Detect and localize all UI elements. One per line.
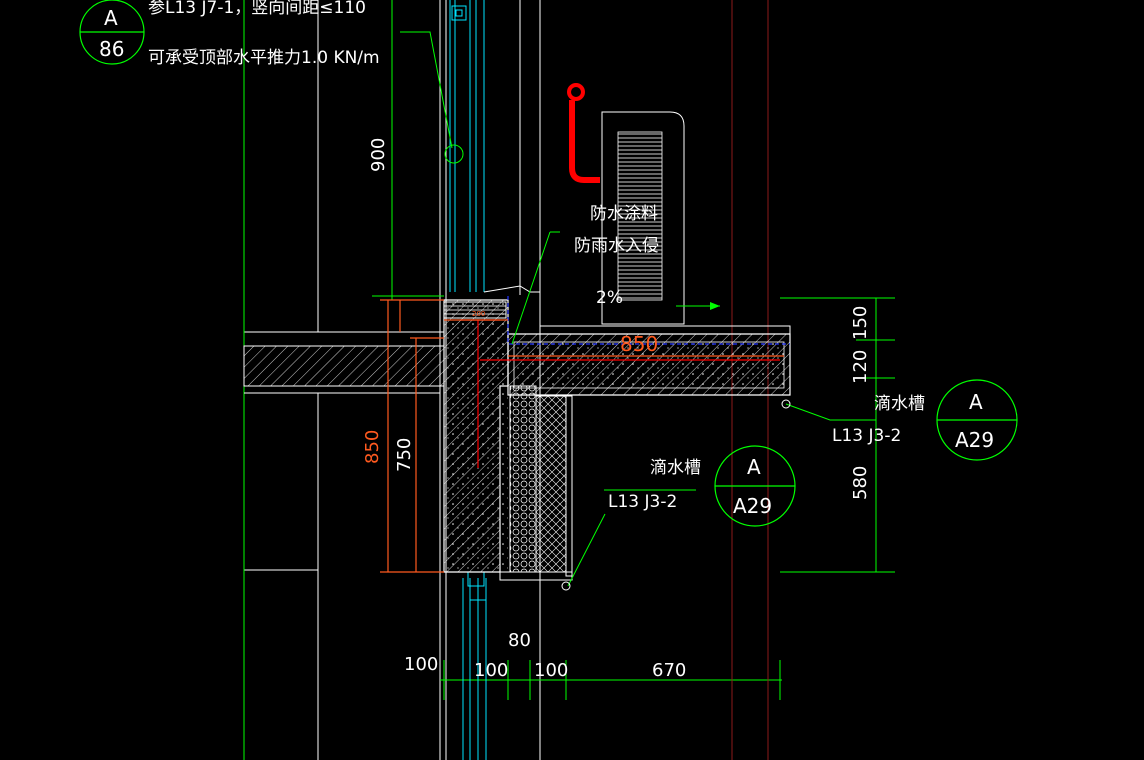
dim-r-580: 580 [850, 465, 871, 500]
cantilever-slab [507, 333, 791, 396]
bubble-3-bottom: A29 [733, 494, 773, 518]
dim-b-670: 670 [652, 660, 687, 681]
ref-bubble-1 [79, 0, 145, 65]
dim-b-100-left: 100 [404, 654, 439, 675]
dim-v-750: 750 [394, 437, 415, 472]
leaders [400, 31, 876, 587]
dim-v-900: 900 [368, 137, 389, 172]
dim-r-150: 150 [850, 305, 871, 340]
parapet-top [443, 285, 791, 334]
orange-dims [380, 299, 784, 573]
bubble-3-top: A [747, 455, 761, 479]
concrete-column [443, 299, 509, 573]
dim-b-80: 80 [508, 630, 531, 651]
bubble-2-bottom: A29 [955, 428, 995, 452]
note-drip-ref-1: L13 J3-2 [832, 426, 902, 446]
drip-marks [561, 399, 791, 591]
note-waterproof-coating: 防水涂料 [590, 204, 658, 224]
note-drip-groove-2: 滴水槽 [650, 458, 701, 478]
dim-b-100-a: 100 [474, 660, 509, 681]
window-frame [449, 0, 487, 760]
note-slope: 2% [596, 288, 623, 308]
note-top-line2: 可承受顶部水平推力1.0 KN/m [148, 48, 380, 68]
insulation [499, 385, 573, 581]
floor-slab [243, 345, 445, 394]
bubble-1-top: A [104, 6, 118, 30]
dim-r-120: 120 [850, 349, 871, 384]
dim-h-850: 850 [620, 332, 659, 356]
ac-unit [567, 83, 720, 325]
bubble-1-bottom: 86 [99, 37, 125, 61]
waterproof-line [507, 296, 790, 345]
note-drip-ref-2: L13 J3-2 [608, 492, 678, 512]
bubble-2-top: A [969, 390, 983, 414]
dim-b-100-b: 100 [534, 660, 569, 681]
svg-text:200: 200 [472, 310, 485, 318]
note-rain-intrusion: 防雨水入侵 [574, 236, 659, 256]
ref-bubble-3 [714, 445, 796, 527]
ref-bubble-2 [936, 379, 1018, 461]
note-drip-groove-1: 滴水槽 [874, 394, 925, 414]
note-top-line1: 参L13 J7-1，竖向间距≤110 [148, 0, 366, 18]
dim-v-850: 850 [362, 429, 383, 464]
